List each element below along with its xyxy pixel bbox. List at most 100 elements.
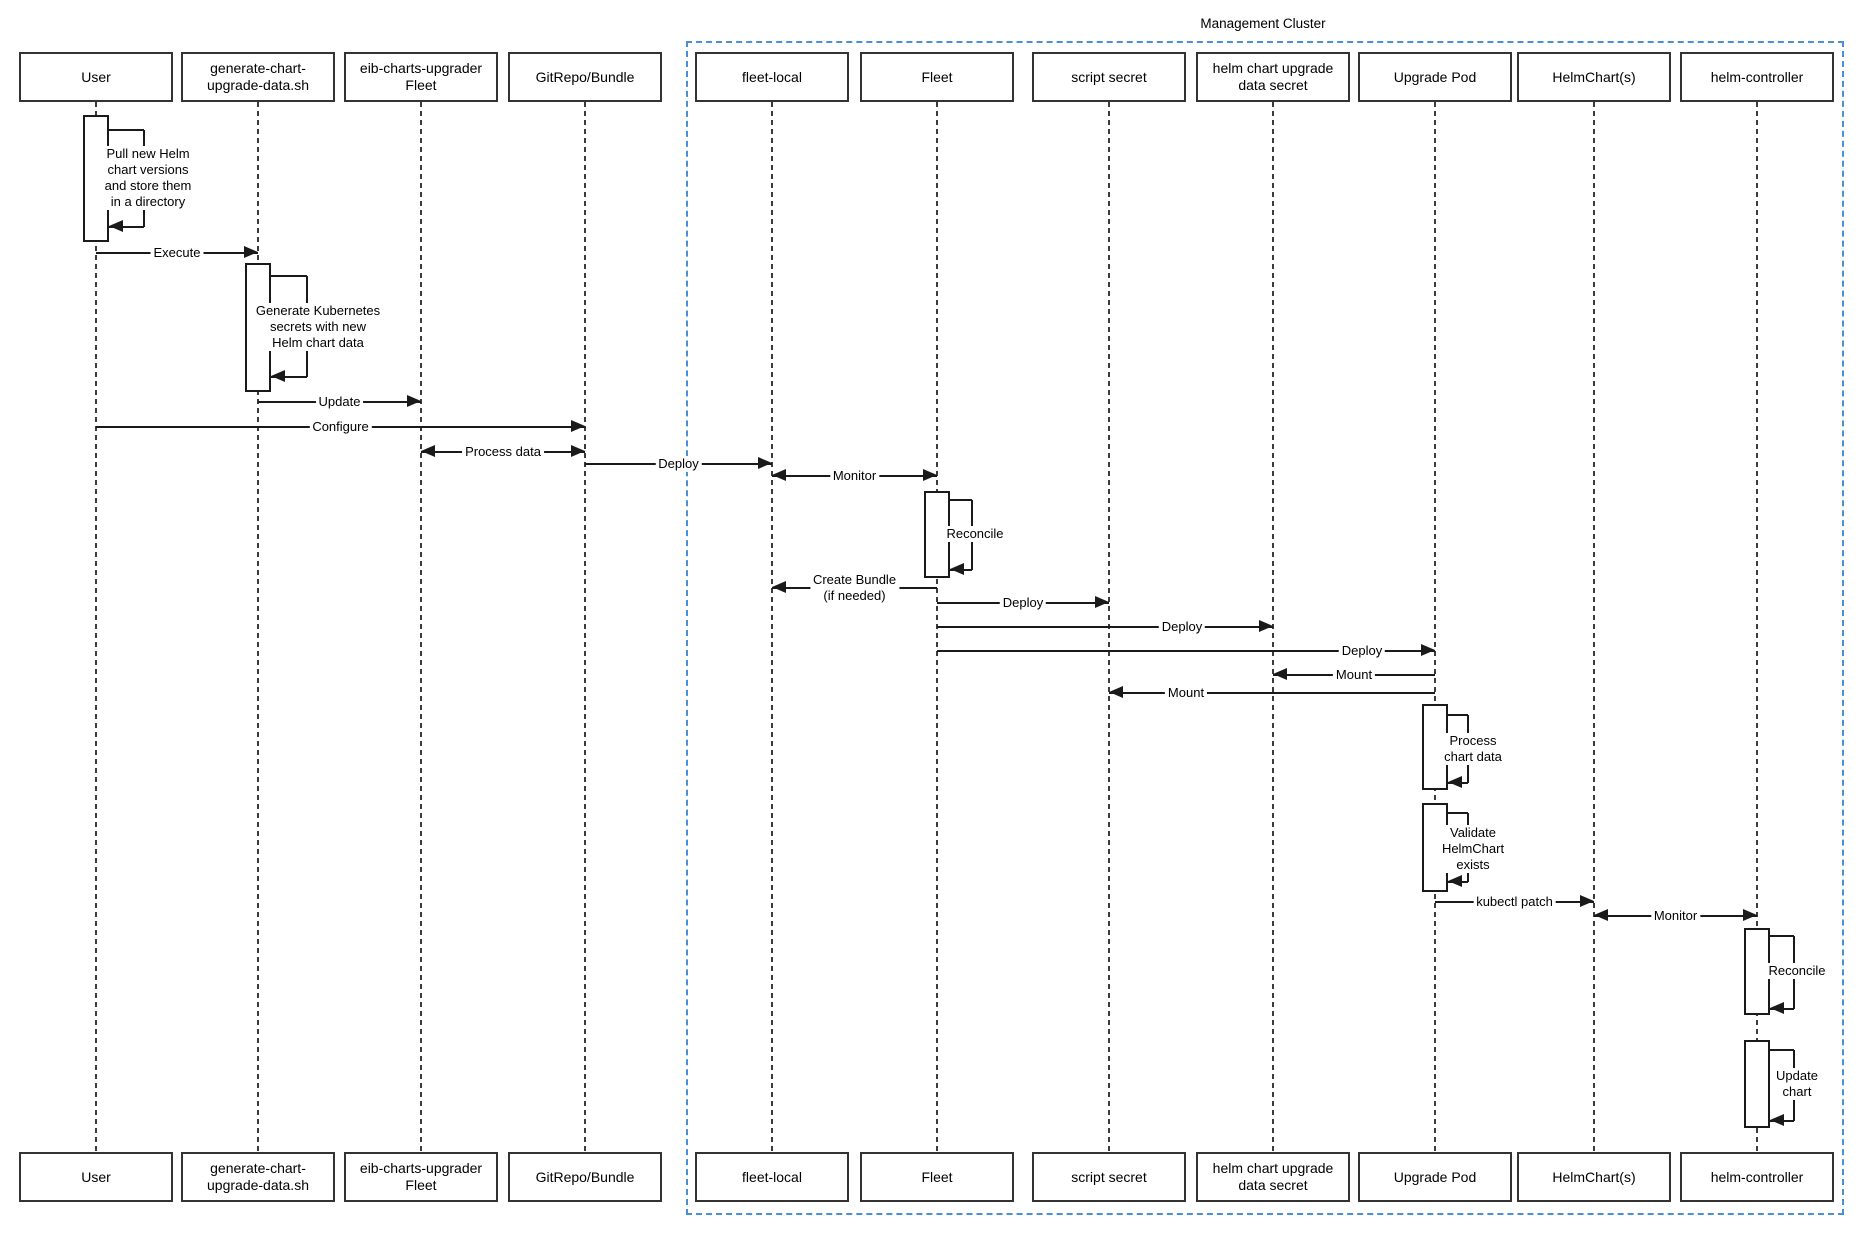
lifeline-user <box>95 102 97 1152</box>
message-label: Update <box>315 394 364 410</box>
arrowhead-left <box>1770 1114 1784 1126</box>
arrowhead-right <box>1743 909 1757 921</box>
message-label: Deploy <box>1338 643 1386 659</box>
management-cluster-frame <box>686 41 1844 1215</box>
message-label-line: Create Bundle <box>812 572 897 587</box>
participant-label-line: upgrade-data.sh <box>207 77 309 93</box>
message-label: Monitor <box>829 468 880 484</box>
self-message-text-line: exists <box>1456 857 1490 872</box>
participant-label-line: HelmChart(s) <box>1552 68 1636 85</box>
message-label-line: Monitor <box>1653 908 1698 923</box>
participant-label-gitrepo-bundle: GitRepo/Bundle <box>536 1169 635 1186</box>
arrowhead-right <box>1580 895 1594 907</box>
participant-label-gitrepo-bundle: GitRepo/Bundle <box>536 69 635 86</box>
participant-top-box-gitrepo-bundle: GitRepo/Bundle <box>508 52 662 102</box>
participant-top-box-generate-chart-upgrade-data-sh: generate-chart-upgrade-data.sh <box>181 52 335 102</box>
lifeline-eib-charts-upgrader-fleet <box>420 102 422 1152</box>
arrowhead-right <box>1421 644 1435 656</box>
message-label: kubectl patch <box>1473 894 1556 910</box>
lifeline-helm-chart-upgrade-data-secret <box>1272 102 1274 1152</box>
message-label: Execute <box>150 245 204 261</box>
participant-bottom-box-script-secret: script secret <box>1032 1152 1186 1202</box>
lifeline-helm-controller <box>1756 102 1758 1152</box>
participant-top-box-fleet: Fleet <box>860 52 1014 102</box>
participant-label-helm-controller: helm-controller <box>1711 69 1804 86</box>
message-label: Deploy <box>999 595 1047 611</box>
participant-top-box-helm-controller: helm-controller <box>1680 52 1834 102</box>
message-label: Mount <box>1164 685 1208 701</box>
participant-label-line: Upgrade Pod <box>1393 1168 1477 1185</box>
arrowhead-left <box>1594 909 1608 921</box>
lifeline-generate-chart-upgrade-data-sh <box>257 102 259 1152</box>
participant-top-box-script-secret: script secret <box>1032 52 1186 102</box>
lifeline-fleet-local <box>771 102 773 1152</box>
arrowhead-right <box>923 469 937 481</box>
participant-label-line: eib-charts-upgrader <box>359 60 483 76</box>
self-message-text-line: chart <box>1782 1084 1812 1099</box>
self-message-text-line: Process <box>1449 733 1497 748</box>
participant-label-line: User <box>81 68 111 85</box>
message-line <box>937 650 1435 652</box>
message-label-line: Execute <box>153 245 201 260</box>
participant-label-line: HelmChart(s) <box>1552 1168 1636 1185</box>
arrowhead-left <box>109 220 123 232</box>
participant-label-helmcharts: HelmChart(s) <box>1552 1169 1635 1186</box>
arrowhead-left <box>1770 1002 1784 1014</box>
arrowhead-left <box>1448 875 1462 887</box>
message-label-line: (if needed) <box>823 588 886 603</box>
self-loop-top-line <box>1770 1049 1794 1051</box>
message-label: Deploy <box>1158 619 1206 635</box>
message-label-line: Deploy <box>1161 619 1203 634</box>
participant-label-helmcharts: HelmChart(s) <box>1552 69 1635 86</box>
self-message-text-line: Helm chart data <box>272 335 364 350</box>
participant-label-line: script secret <box>1071 1168 1147 1185</box>
arrowhead-left <box>950 563 964 575</box>
self-loop-top-line <box>1448 714 1468 716</box>
participant-label-fleet-local: fleet-local <box>742 1169 802 1186</box>
participant-label-line: Fleet <box>405 77 437 93</box>
participant-label-helm-controller: helm-controller <box>1711 1169 1804 1186</box>
arrowhead-right <box>571 420 585 432</box>
self-loop-top-line <box>271 275 307 277</box>
arrowhead-left <box>772 581 786 593</box>
arrowhead-left <box>1109 686 1123 698</box>
participant-label-line: generate-chart- <box>210 1160 306 1176</box>
self-message-text-line: and store them <box>104 178 192 193</box>
message-line <box>1109 692 1435 694</box>
arrowhead-left <box>421 445 435 457</box>
message-label: Process data <box>462 444 544 460</box>
arrowhead-right <box>244 246 258 258</box>
message-label-line: Configure <box>312 419 369 434</box>
self-message-text-line: chart versions <box>107 162 189 177</box>
participant-label-line: helm-controller <box>1710 68 1804 85</box>
self-message-text: Reconcile <box>1766 963 1828 979</box>
arrowhead-right <box>758 457 772 469</box>
participant-label-script-secret: script secret <box>1071 69 1146 86</box>
self-loop-bottom-line <box>109 226 144 228</box>
arrowhead-left <box>271 370 285 382</box>
participant-label-upgrade-pod: Upgrade Pod <box>1394 69 1477 86</box>
message-label-line: Monitor <box>832 468 877 483</box>
participant-label-fleet: Fleet <box>921 69 952 86</box>
self-loop-top-line <box>109 129 144 131</box>
self-message-text-line: Reconcile <box>1768 963 1826 978</box>
participant-label-line: User <box>81 1168 111 1185</box>
self-loop-bottom-line <box>271 376 307 378</box>
lifeline-upgrade-pod <box>1434 102 1436 1152</box>
participant-label-line: helm-controller <box>1710 1168 1804 1185</box>
message-label-line: Process data <box>465 444 541 459</box>
message-label-line: Update <box>318 394 361 409</box>
message-label: Deploy <box>655 456 702 472</box>
self-message-text: Reconcile <box>944 526 1006 542</box>
management-cluster-label: Management Cluster <box>1200 16 1326 31</box>
self-message-text-line: Validate <box>1449 825 1496 840</box>
participant-label-user: User <box>81 1169 111 1186</box>
